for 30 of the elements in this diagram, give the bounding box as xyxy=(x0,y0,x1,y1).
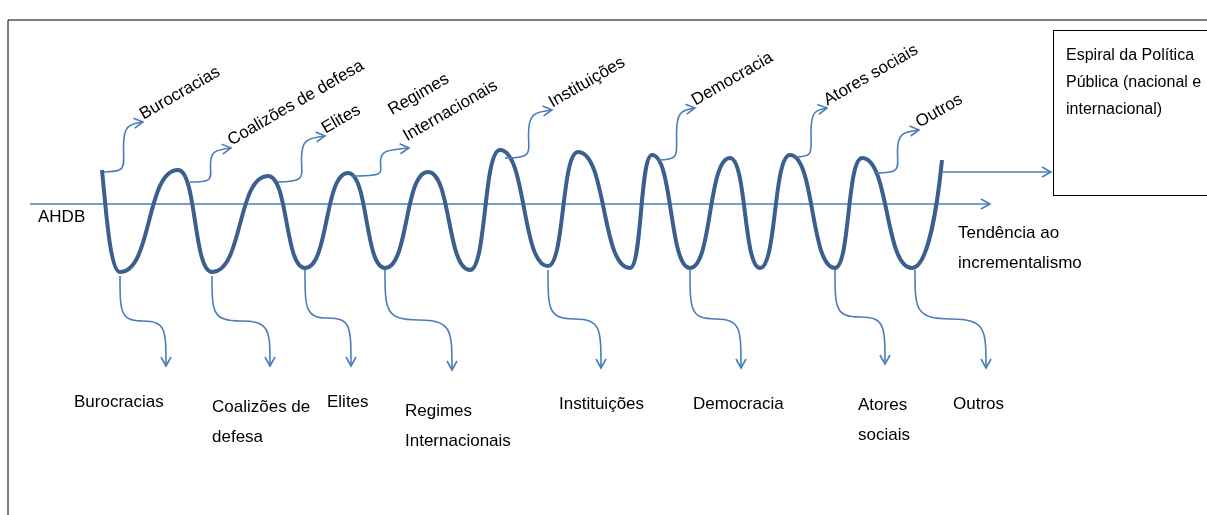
curved-arrow xyxy=(794,103,828,158)
curved-arrow xyxy=(657,103,696,161)
curved-arrow xyxy=(914,269,992,369)
spiral-wave-drawing xyxy=(100,148,944,274)
curved-arrow xyxy=(875,125,920,174)
topic-label: Burocracias xyxy=(74,392,164,412)
curved-arrow xyxy=(119,275,172,367)
curved-arrow xyxy=(103,117,144,173)
topic-label: Instituições xyxy=(559,394,645,414)
topic-label: Elites xyxy=(318,99,364,138)
curved-arrow xyxy=(384,269,458,371)
topic-label: Outros xyxy=(953,394,1005,414)
curved-arrow xyxy=(941,166,1052,178)
curved-arrow xyxy=(277,131,326,183)
curved-arrow xyxy=(689,269,747,369)
axis-label: Tendência ao incrementalismo xyxy=(958,222,1083,274)
topic-label: Democracia xyxy=(693,394,784,414)
text-box: Espiral da Política Pública (nacional e internacional) xyxy=(1053,30,1207,196)
curved-arrow xyxy=(211,275,276,367)
curved-arrow xyxy=(304,269,357,367)
topic-label: Regimes Internacionais xyxy=(405,396,555,456)
curved-arrow xyxy=(504,105,553,159)
curved-arrow xyxy=(834,269,891,365)
curved-arrow xyxy=(189,143,232,183)
axis-label: AHDB xyxy=(38,207,86,227)
topic-label: Atores sociais xyxy=(858,390,928,450)
curved-arrow xyxy=(547,269,607,369)
topic-label: Elites xyxy=(327,392,369,412)
topic-label: Coalizões de defesa xyxy=(212,392,312,452)
curved-arrow xyxy=(351,143,410,177)
